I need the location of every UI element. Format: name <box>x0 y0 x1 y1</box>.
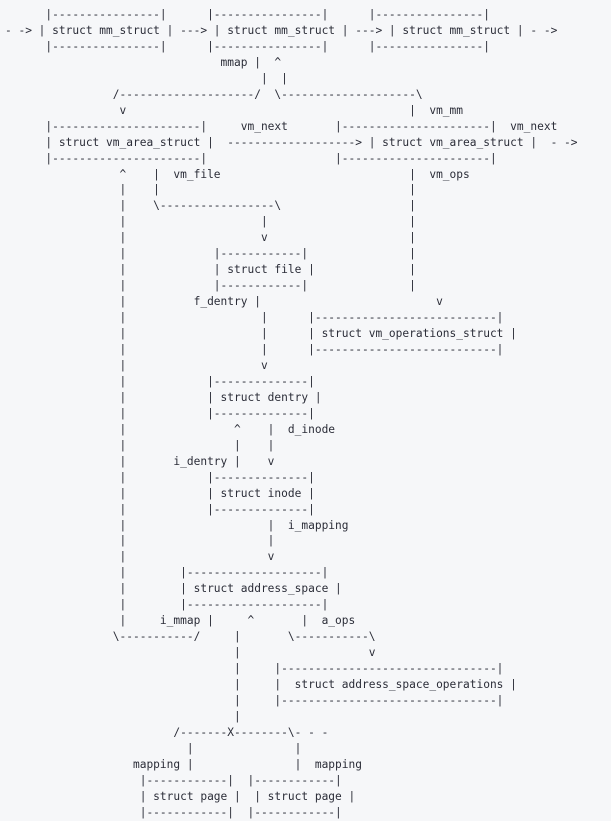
ascii-diagram: |----------------| |----------------| |-… <box>5 8 578 819</box>
